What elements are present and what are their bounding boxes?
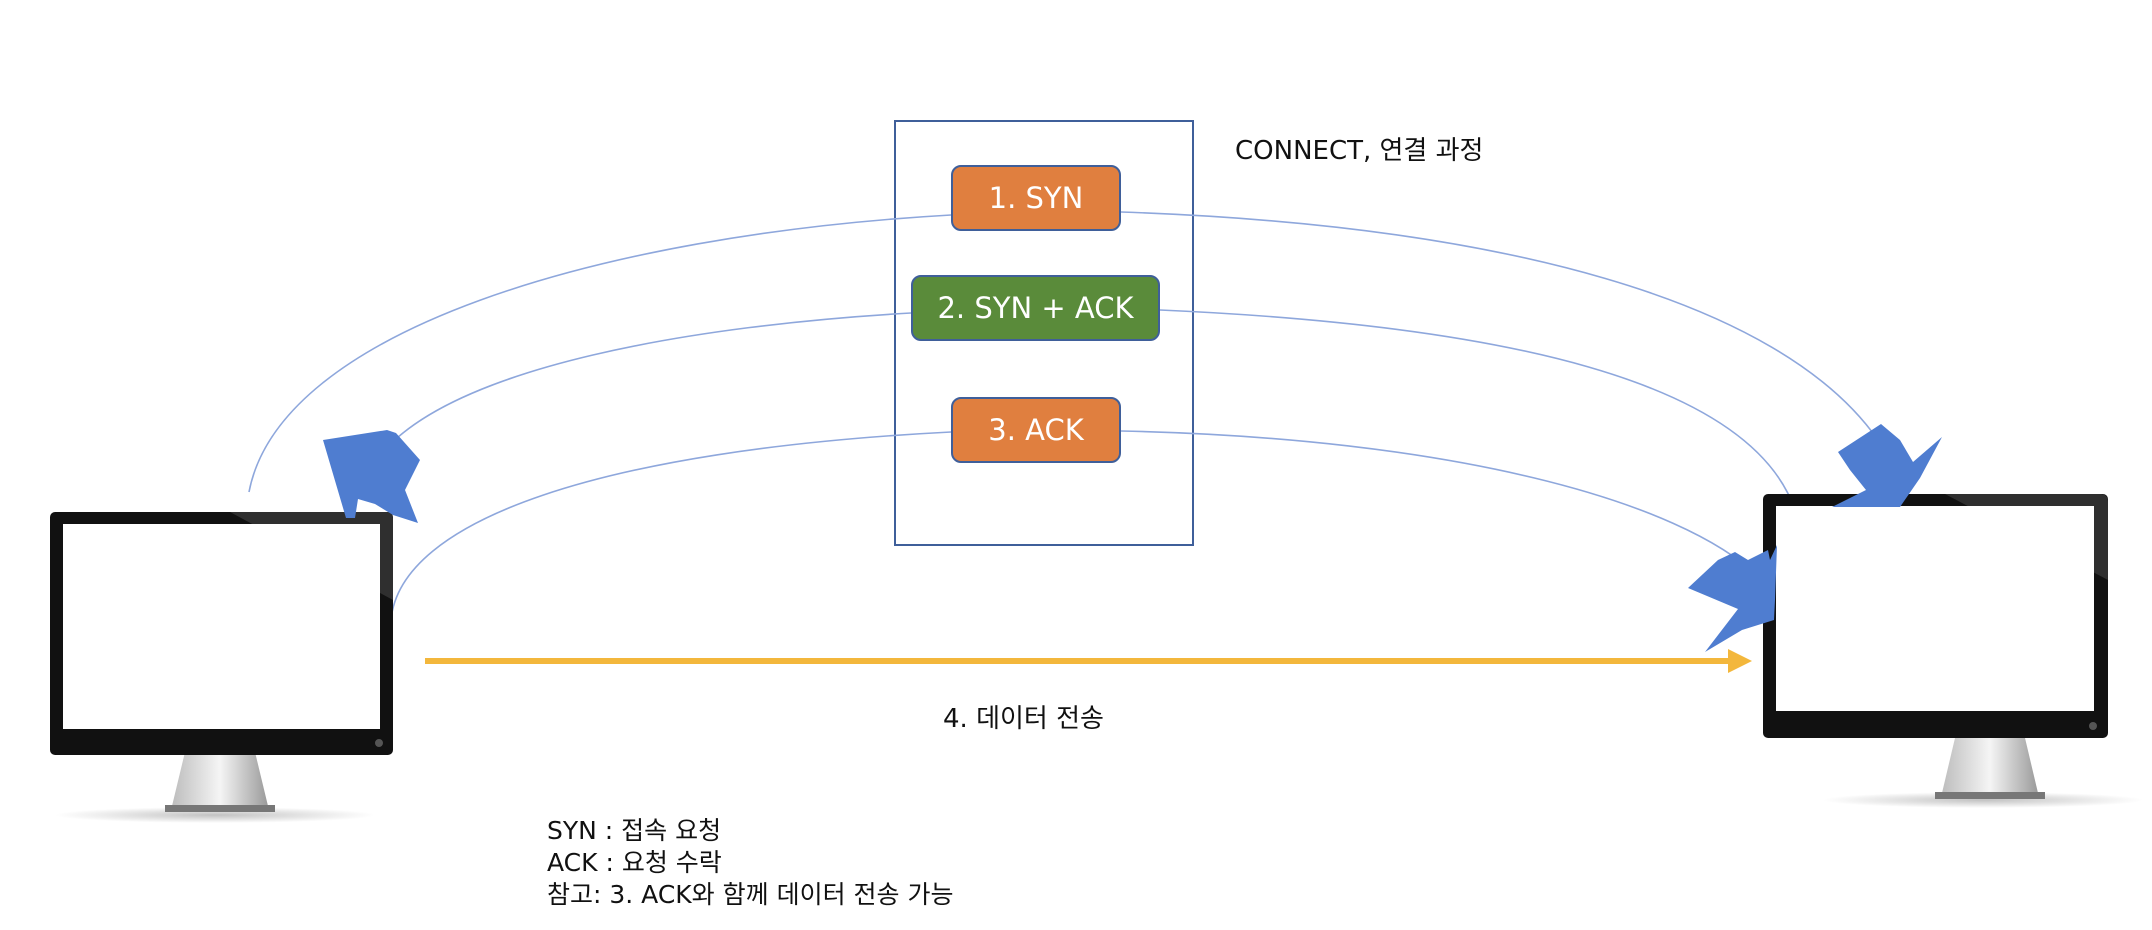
step-ack-box: 3. ACK	[951, 397, 1121, 463]
step-synack-box: 2. SYN + ACK	[911, 275, 1160, 341]
step-syn-box: 1. SYN	[951, 165, 1121, 231]
synack-connector-left	[377, 312, 912, 459]
ack-connector-right	[1120, 430, 1761, 579]
ack-connector-left	[390, 431, 952, 621]
syn-arrowhead-right-icon	[1832, 424, 1942, 507]
note-ack: ACK : 요청 수락	[547, 848, 722, 877]
synack-arrowhead-left-icon	[323, 430, 420, 523]
server-monitor-icon	[1763, 494, 2143, 808]
syn-connector	[248, 214, 952, 493]
ack-arrowhead-right-icon	[1688, 545, 1777, 652]
client-monitor-icon	[50, 512, 393, 823]
data-transfer-arrowhead	[1728, 649, 1752, 673]
synack-connector-right	[1159, 309, 1796, 511]
diagram-caption: CONNECT, 연결 과정	[1235, 136, 1484, 166]
data-transfer-label: 4. 데이터 전송	[943, 704, 1104, 734]
note-syn: SYN : 접속 요청	[547, 816, 722, 845]
legend-notes: SYN : 접속 요청 ACK : 요청 수락 참고: 3. ACK와 함께 데…	[547, 815, 953, 911]
steps-frame	[894, 120, 1194, 546]
note-reference: 참고: 3. ACK와 함께 데이터 전송 가능	[547, 880, 954, 909]
syn-connector-right	[1120, 211, 1879, 441]
